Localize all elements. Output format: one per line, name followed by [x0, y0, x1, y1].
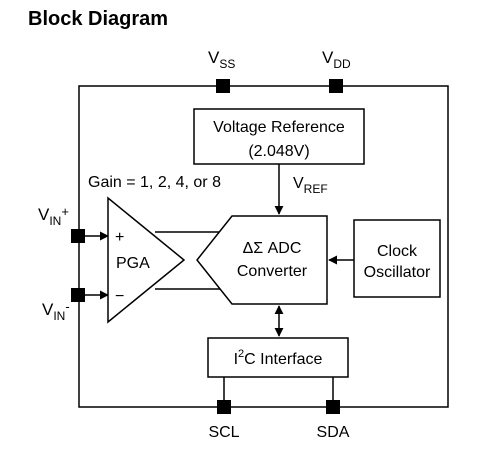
vdd-label: VDD	[322, 48, 351, 71]
i2c-interface-block	[207, 337, 349, 378]
clock-oscillator-block	[353, 219, 441, 298]
clock-label-line1: Clock	[377, 243, 418, 260]
vin-plus-label: VIN+	[38, 204, 69, 228]
scl-pin	[217, 400, 231, 414]
pga-amplifier	[107, 196, 186, 324]
adc-label-line2: Converter	[237, 263, 308, 280]
vin-plus-pin	[71, 229, 85, 243]
vss-pin	[216, 79, 230, 93]
chip-boundary	[78, 85, 449, 408]
vin-minus-label: VIN-	[42, 299, 70, 323]
sda-pin	[326, 400, 340, 414]
pga-plus-sign: +	[115, 229, 124, 246]
clock-label-line2: Oscillator	[364, 264, 431, 281]
i2c-interface-label: I2C Interface	[234, 348, 323, 368]
voltage-reference-block	[193, 108, 365, 165]
delta-sigma-adc-block	[196, 215, 328, 305]
pga-label: PGA	[116, 255, 150, 272]
voltage-reference-line1: Voltage Reference	[213, 119, 345, 136]
gain-label: Gain = 1, 2, 4, or 8	[88, 174, 221, 191]
diagram-title: Block Diagram	[28, 8, 169, 30]
vin-minus-pin	[71, 288, 85, 302]
vdd-pin	[329, 79, 343, 93]
vss-label: VSS	[208, 48, 235, 71]
pga-minus-sign: −	[115, 288, 124, 305]
adc-label-line1: ΔΣ ADC	[243, 240, 302, 257]
vref-label: VREF	[293, 175, 328, 196]
scl-label: SCL	[208, 424, 239, 441]
sda-label: SDA	[317, 424, 350, 441]
voltage-reference-line2: (2.048V)	[248, 143, 309, 160]
